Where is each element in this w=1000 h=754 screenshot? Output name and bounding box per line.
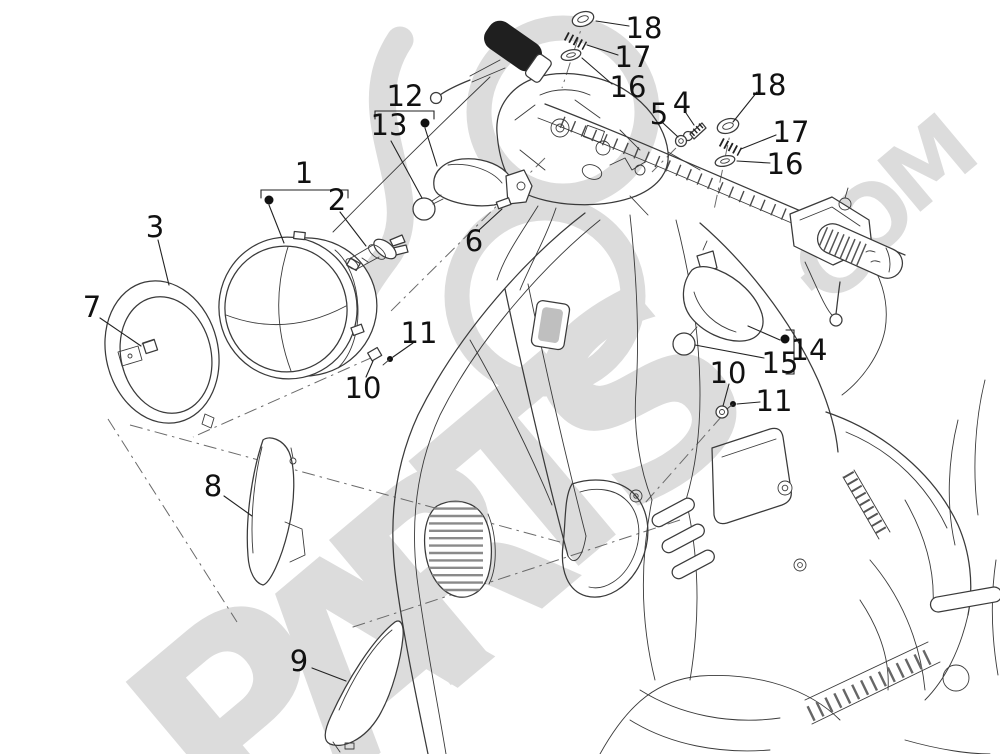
callout-18: 18 xyxy=(626,11,663,45)
callout-1: 1 xyxy=(295,156,313,190)
callout-16: 16 xyxy=(767,147,804,181)
leader-lines xyxy=(99,20,795,682)
fastener-hardware xyxy=(367,10,743,419)
callout-17: 17 xyxy=(773,115,810,149)
headlamp-ring xyxy=(104,280,220,429)
callout-16: 16 xyxy=(610,70,647,104)
callout-13: 13 xyxy=(371,108,408,142)
front-turn-signal-left xyxy=(412,158,533,221)
signal-bulb-left xyxy=(412,197,436,221)
callout-8: 8 xyxy=(204,469,222,503)
signal-screw xyxy=(495,197,512,210)
scooter-body xyxy=(332,20,1000,754)
callout-5: 5 xyxy=(650,97,668,131)
callout-15: 15 xyxy=(762,346,799,380)
callout-7: 7 xyxy=(83,290,101,324)
callout-11: 11 xyxy=(756,384,793,418)
callout-10: 10 xyxy=(345,371,382,405)
callout-12: 12 xyxy=(387,79,424,113)
front-turn-signal-right xyxy=(672,240,764,356)
headlamp-unit xyxy=(218,230,378,380)
callout-9: 9 xyxy=(290,644,308,678)
callout-4: 4 xyxy=(673,86,691,120)
clear-lens-left xyxy=(246,437,306,586)
callout-3: 3 xyxy=(146,210,164,244)
callout-2: 2 xyxy=(328,183,346,217)
callout-11: 11 xyxy=(401,316,438,350)
callout-14: 14 xyxy=(791,333,828,367)
callout-10: 10 xyxy=(710,356,747,390)
callout-17: 17 xyxy=(615,40,652,74)
clear-lens-bottom xyxy=(324,620,404,753)
callout-18: 18 xyxy=(750,68,787,102)
headlamp-bulb xyxy=(345,234,409,270)
signal-bulb-right xyxy=(672,332,696,356)
callout-6: 6 xyxy=(465,224,483,258)
